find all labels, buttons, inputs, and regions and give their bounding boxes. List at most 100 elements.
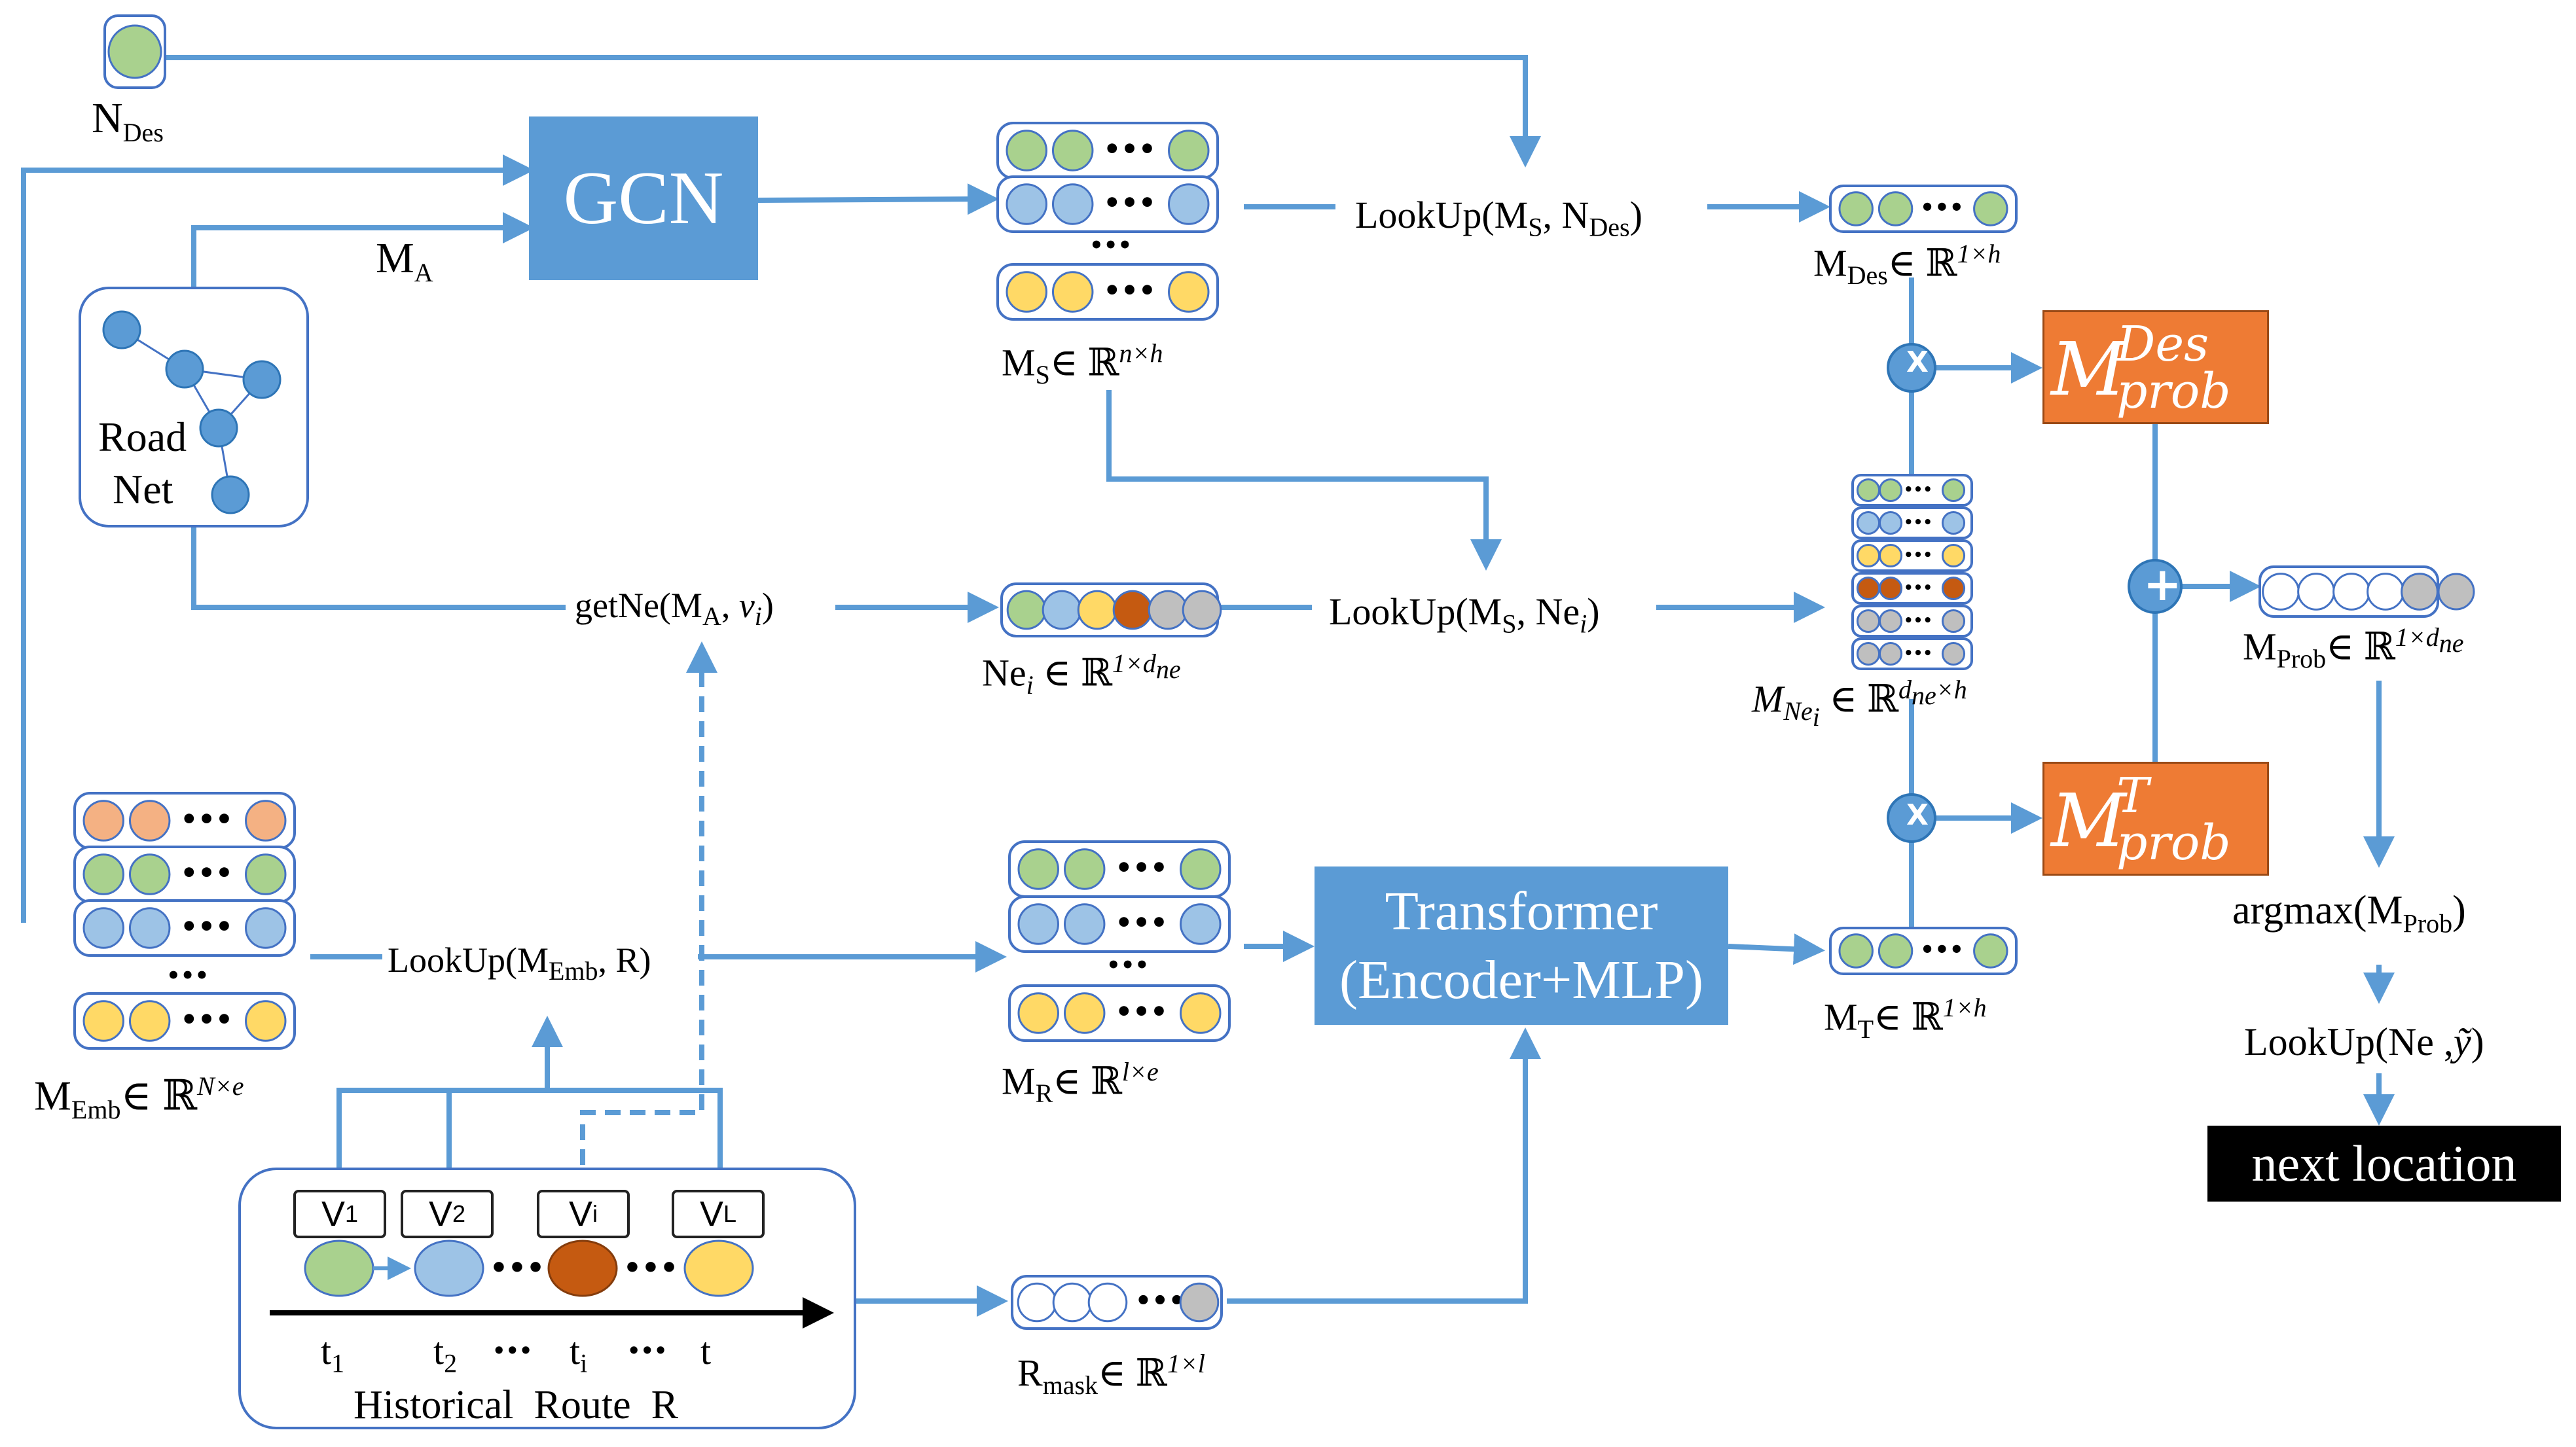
memb-row-yellow-node xyxy=(128,1000,171,1042)
memb-row-green-dots: ••• xyxy=(180,857,233,889)
transformer-block: Transformer (Encoder+MLP) xyxy=(1315,866,1728,1025)
mnei-row-1-node xyxy=(1941,478,1966,503)
m-des-label: MDes∈ ℝ1×h xyxy=(1813,239,2001,290)
ms-row-yellow-node xyxy=(1168,271,1210,313)
m-t-prob-block: M T prob xyxy=(2042,762,2269,876)
memb-row-green-node xyxy=(82,853,124,895)
mr-row-green-node xyxy=(1017,848,1059,890)
mnei-row-5-node xyxy=(1856,609,1881,634)
ne-i-label: Nei ∈ ℝ1×dne xyxy=(982,649,1181,700)
ms-row-blue-node xyxy=(1006,183,1047,225)
memb-row-salmon-node xyxy=(82,800,124,842)
mr-row-blue-dots: ••• xyxy=(1115,906,1168,938)
road-net-label-2: Net xyxy=(113,466,173,512)
memb-row-green-node xyxy=(128,853,171,895)
add-circle xyxy=(2128,559,2183,614)
mnei-row-3-node xyxy=(1856,543,1881,568)
ms-row-blue-dots: ••• xyxy=(1103,187,1156,219)
n-des-node xyxy=(107,24,162,79)
mul-circle-bottom xyxy=(1887,793,1936,843)
route-node-vl xyxy=(683,1240,754,1297)
m-nei-label: MNei ∈ ℝdne×h xyxy=(1752,675,1967,732)
wire-transformer-to-mt xyxy=(1728,933,1825,965)
road-net-node xyxy=(199,408,238,448)
mr-row-yellow-node xyxy=(1017,992,1059,1034)
road-net-node xyxy=(211,475,250,514)
memb-row-salmon-dots: ••• xyxy=(180,803,233,835)
memb-row-salmon-node xyxy=(245,800,287,842)
ms-row-blue xyxy=(996,175,1219,233)
memb-row-blue-node xyxy=(245,907,287,949)
rmask-row-node xyxy=(1179,1282,1220,1323)
route-node-v1 xyxy=(304,1240,374,1297)
ms-row-yellow-node xyxy=(1006,271,1047,313)
lookup-des-label: LookUp(MS, NDes) xyxy=(1355,194,1642,242)
mr-row-green-dots: ••• xyxy=(1115,851,1168,884)
mt-row-node xyxy=(1838,933,1874,969)
m-s-label: MS∈ ℝn×h xyxy=(1002,338,1163,389)
wire-route-bus xyxy=(336,1088,723,1190)
mr-row-blue xyxy=(1008,895,1231,953)
road-net-label-1: Road xyxy=(98,414,187,460)
next-location-block: next location xyxy=(2207,1126,2561,1202)
ms-row-blue-node xyxy=(1168,183,1210,225)
ms-row-green-node xyxy=(1051,130,1094,171)
memb-row-blue-node xyxy=(82,907,124,949)
mdes-row xyxy=(1829,185,2018,233)
multiply-op-bottom: X xyxy=(1906,798,1929,832)
lookup-ne-label: LookUp(MS, Nei) xyxy=(1329,590,1600,639)
road-net-node xyxy=(102,310,141,349)
mr-row-yellow-dots: ••• xyxy=(1115,995,1168,1027)
mnei-row-2-node xyxy=(1941,510,1966,535)
rmask-row-node xyxy=(1017,1282,1057,1323)
mr-vdots: ••• xyxy=(1106,952,1150,978)
route-node-dots: ••• xyxy=(490,1251,545,1285)
memb-row-yellow xyxy=(73,992,296,1050)
rmask-row-node xyxy=(1087,1282,1128,1323)
mnei-row-6-node xyxy=(1856,641,1881,666)
wire-roadnet-to-getne xyxy=(191,526,566,610)
mnei-row-4-node xyxy=(1878,576,1903,601)
mnei-row-1-dots: ••• xyxy=(1904,481,1932,498)
wire-ms-to-lookupne xyxy=(1106,390,1502,571)
route-t2: t2 xyxy=(433,1330,458,1378)
nei-row-node xyxy=(1148,590,1188,630)
mr-row-green-node xyxy=(1063,848,1106,890)
m-des-prob-main: M xyxy=(2051,327,2126,412)
memb-row-green-node xyxy=(245,853,287,895)
gcn-block: GCN xyxy=(529,116,758,280)
transformer-label-line2: (Encoder+MLP) xyxy=(1339,950,1703,1010)
mnei-row-6-node xyxy=(1941,641,1966,666)
wire-memb-to-gcn xyxy=(21,154,534,923)
route-t: t xyxy=(700,1330,712,1372)
ms-row-yellow xyxy=(996,263,1219,321)
transformer-label-line1: Transformer xyxy=(1385,881,1658,942)
wire-ndes-to-lookup xyxy=(160,55,1541,168)
memb-row-yellow-node xyxy=(245,1000,287,1042)
mnei-row-5-node xyxy=(1941,609,1966,634)
mr-row-blue-node xyxy=(1017,903,1059,945)
m-r-label: MR∈ ℝl×e xyxy=(1002,1057,1159,1108)
m-t-prob-sub: prob xyxy=(2116,815,2231,871)
ms-row-green-dots: ••• xyxy=(1103,133,1156,165)
m-emb-label: MEmb∈ ℝN×e xyxy=(34,1071,244,1125)
rmask-row-node xyxy=(1052,1282,1093,1323)
route-t1: t1 xyxy=(321,1330,345,1378)
mnei-row-4-node xyxy=(1856,576,1881,601)
mnei-row-4-dots: ••• xyxy=(1904,579,1932,596)
argmax-label: argmax(MProb) xyxy=(2232,888,2466,938)
mdes-row-node xyxy=(1878,191,1914,226)
mdes-row-dots: ••• xyxy=(1920,195,1964,221)
mnei-row-6-node xyxy=(1878,641,1903,666)
mnei-row-1-node xyxy=(1856,478,1881,503)
mprob-row-left-node xyxy=(2297,573,2335,611)
gcn-label: GCN xyxy=(563,156,724,240)
mr-row-yellow-node xyxy=(1063,992,1106,1034)
nei-row-node xyxy=(1112,590,1153,630)
route-node-dots: ••• xyxy=(623,1251,678,1285)
mr-row-yellow-node xyxy=(1180,992,1222,1034)
multiply-op-top: X xyxy=(1906,346,1929,379)
mnei-row-3-node xyxy=(1941,543,1966,568)
